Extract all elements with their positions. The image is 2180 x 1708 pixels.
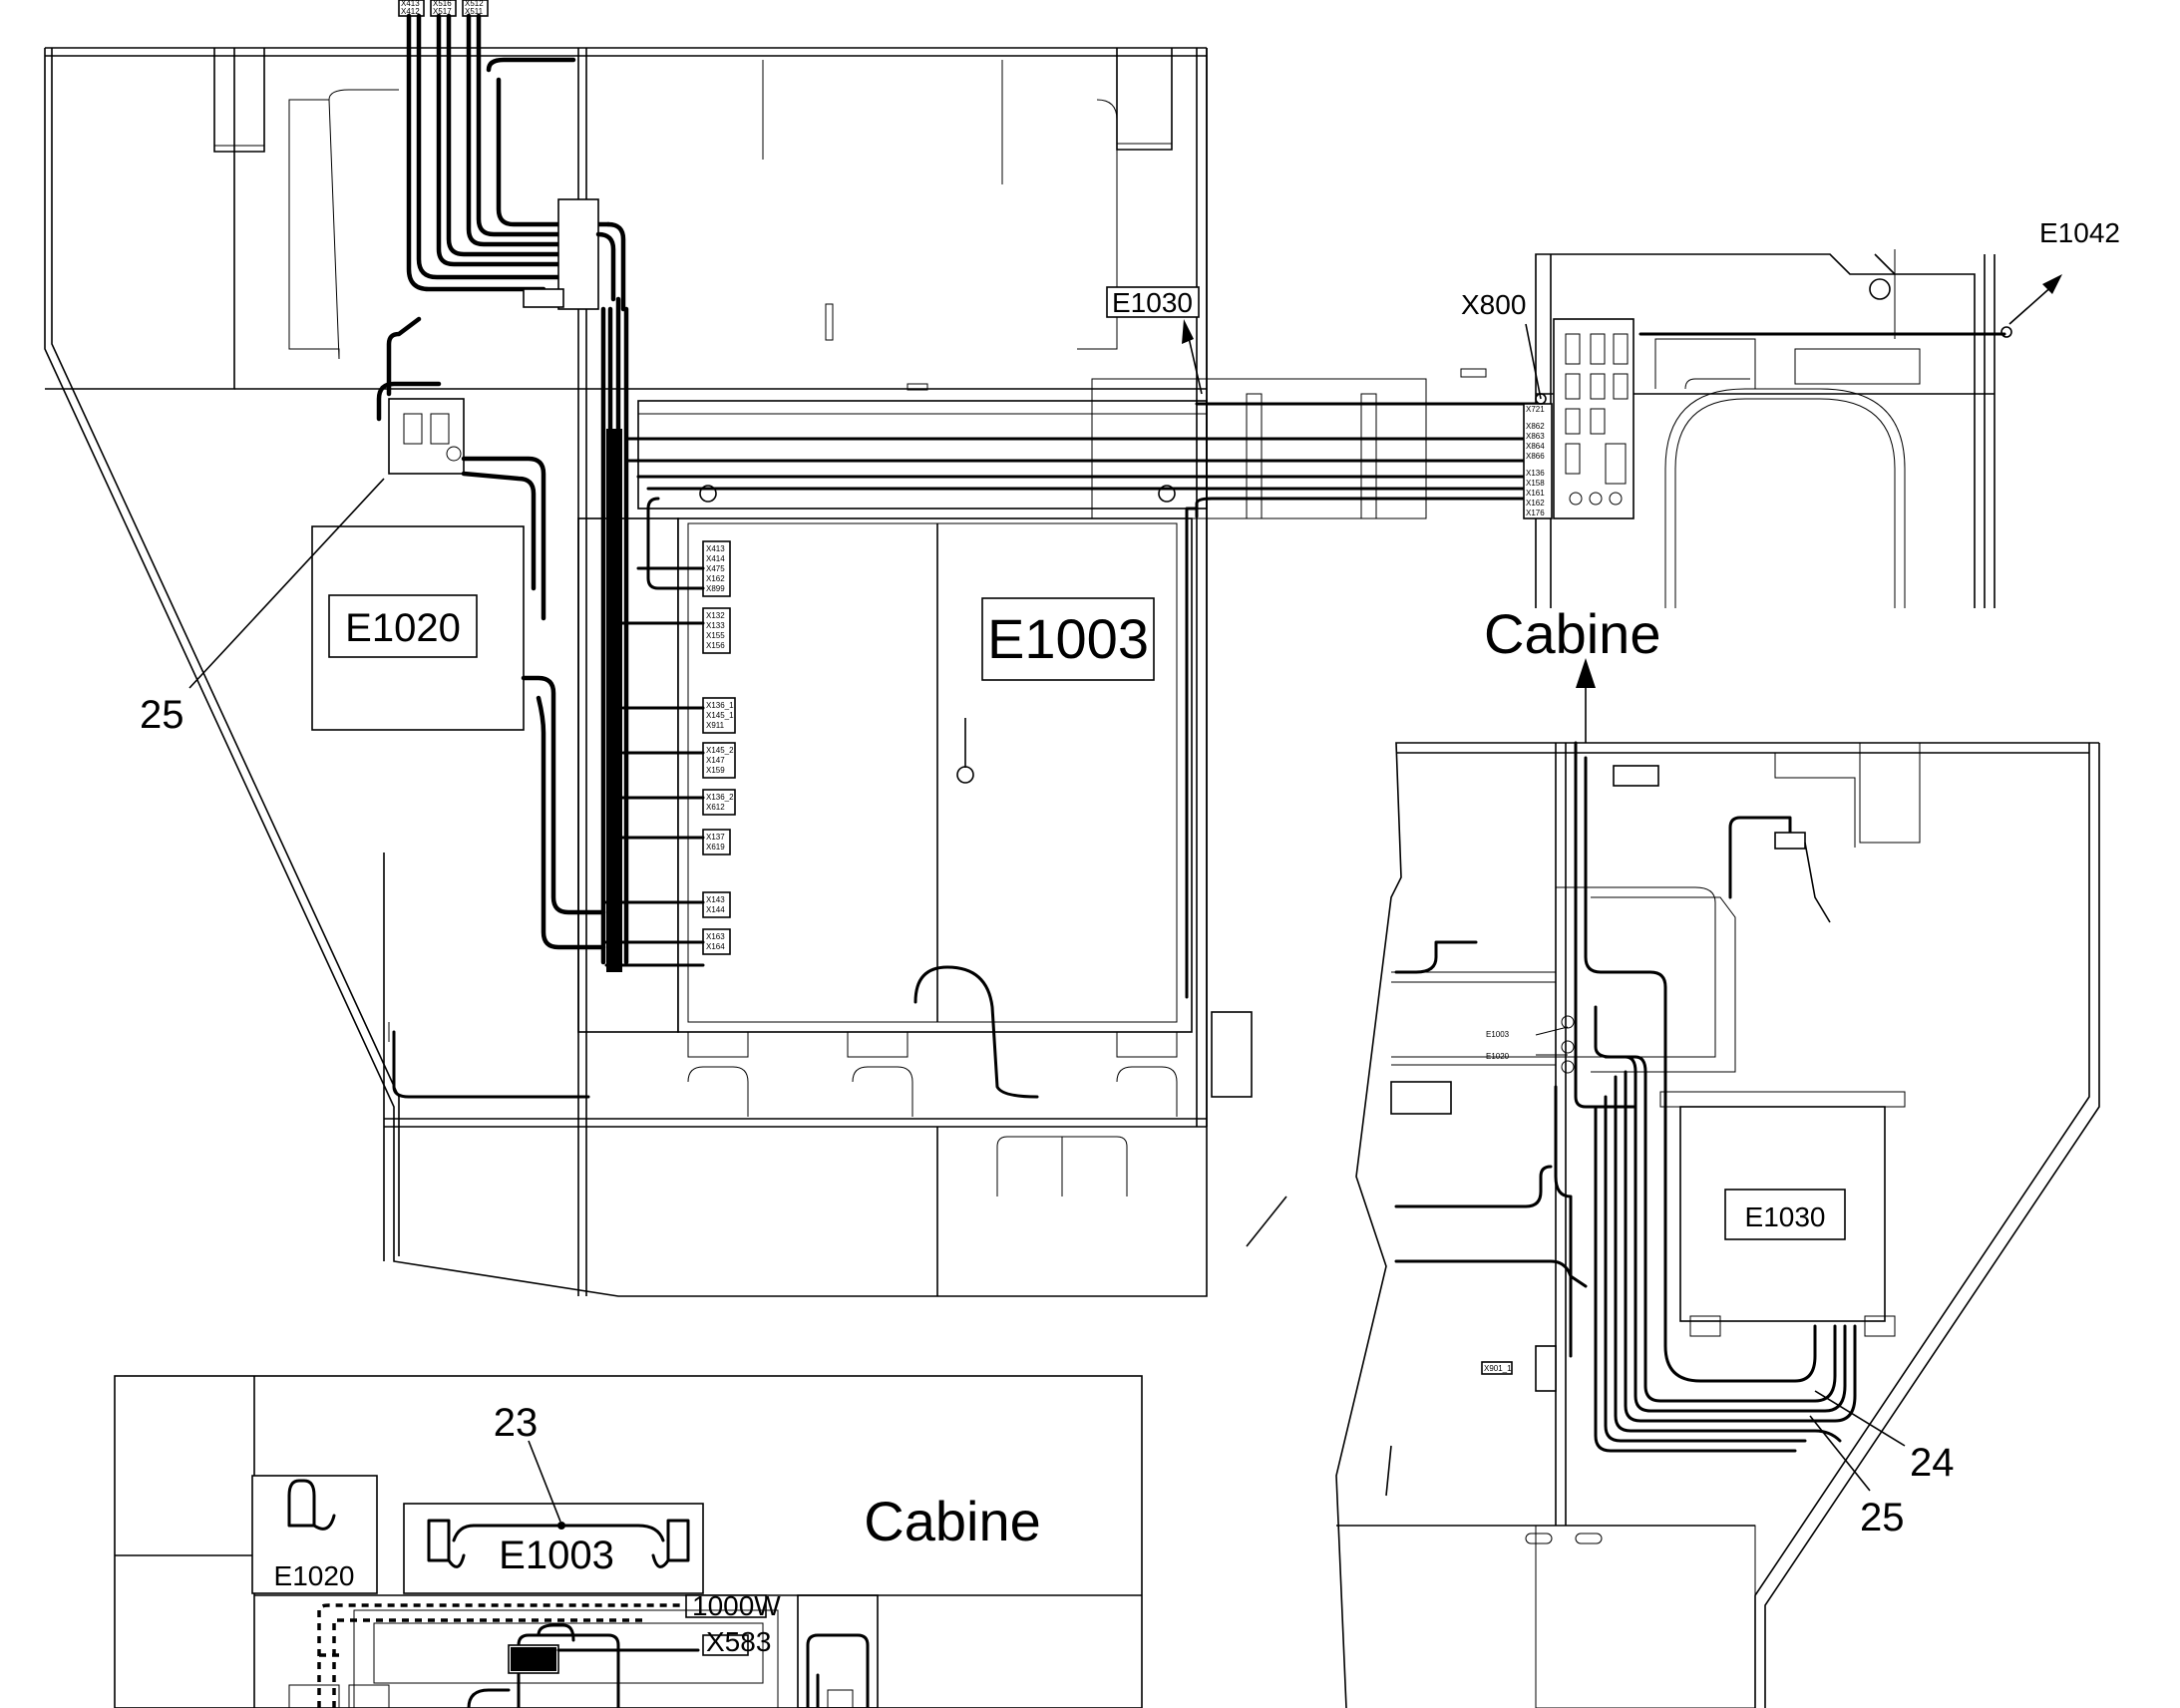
- e1020-small-label: E1020: [1486, 1052, 1510, 1061]
- conn-label: X612: [706, 803, 725, 812]
- conn-label: X899: [706, 584, 725, 593]
- cabine-inset-label: Cabine: [864, 1490, 1040, 1552]
- top-right-panel: X721 X862 X863 X864 X866 X136 X158 X161 …: [1091, 249, 2062, 608]
- junction-box-upper: [388, 398, 465, 475]
- e1020-inset-label: E1020: [274, 1560, 355, 1591]
- conn-label: X159: [706, 766, 725, 775]
- x901-label: X901_1: [1484, 1364, 1512, 1373]
- conn-label: X158: [1526, 479, 1545, 488]
- e1030-callout-box: [1106, 286, 1200, 318]
- conn-label: X516: [433, 0, 452, 8]
- conn-label: X414: [706, 554, 725, 563]
- 1000w-label: 1000W: [692, 1590, 781, 1621]
- conn-label: X412: [401, 7, 420, 16]
- main-view-cables: [188, 13, 1538, 1099]
- conn-label: X161: [1526, 489, 1545, 498]
- conn-label: X475: [706, 564, 725, 573]
- bottom-left-inset: E1020 E1003 Cabine 23 1000W X583: [114, 1375, 1143, 1708]
- conn-label: X145_2: [706, 746, 734, 755]
- e1003-small-label: E1003: [1486, 1030, 1510, 1039]
- conn-label: X512: [465, 0, 484, 8]
- e1042-label: E1042: [2039, 217, 2120, 248]
- conn-label: X721: [1526, 405, 1545, 414]
- x800-label: X800: [1461, 289, 1526, 320]
- conn-label: X413: [706, 544, 725, 553]
- conn-label: X863: [1526, 432, 1545, 441]
- conn-label: X143: [706, 895, 725, 904]
- e1020-main-label: E1020: [345, 606, 461, 650]
- conn-label: X866: [1526, 452, 1545, 461]
- conn-label: X162: [706, 574, 725, 583]
- e1020-enclosure: E1020: [311, 525, 525, 731]
- conn-label: X911: [706, 721, 725, 730]
- conn-label: X163: [706, 932, 725, 941]
- conn-label: X164: [706, 942, 725, 951]
- conn-label: X511: [465, 7, 484, 16]
- e1030-box-label: E1030: [1745, 1201, 1826, 1232]
- conn-label: X517: [433, 7, 452, 16]
- conn-label: X144: [706, 905, 725, 914]
- e1030-callout-label: E1030: [1112, 287, 1193, 318]
- e1003-cabinet: E1003: [637, 400, 1253, 1196]
- callout-number-25-left: 25: [140, 693, 184, 737]
- conn-label: X137: [706, 833, 725, 842]
- conn-label: X133: [706, 621, 725, 630]
- callout-number-25-right: 25: [1860, 1496, 1905, 1539]
- callout-number-24: 24: [1910, 1441, 1955, 1485]
- cabine-right-label: Cabine: [1484, 602, 1660, 665]
- conn-label: X136_2: [706, 793, 734, 802]
- conn-label: X136_1: [706, 701, 734, 710]
- cabinet-connector-groups: X413 X414 X475 X162 X899 X132 X133 X155 …: [702, 540, 736, 955]
- conn-label: X156: [706, 641, 725, 650]
- conn-label: X619: [706, 843, 725, 852]
- conn-label: X413: [401, 0, 420, 8]
- conn-label: X145_1: [706, 711, 734, 720]
- top-connectors: X413 X412 X516 X517 X512 X511: [398, 0, 489, 17]
- callout-number-23: 23: [494, 1401, 539, 1445]
- bottom-right-view: E1030 X901_1: [1335, 658, 2100, 1708]
- conn-label: X132: [706, 611, 725, 620]
- x583-label: X583: [706, 1626, 771, 1657]
- e1003-main-label: E1003: [987, 607, 1149, 670]
- conn-label: X136: [1526, 469, 1545, 478]
- conn-label: X155: [706, 631, 725, 640]
- conn-label: X162: [1526, 499, 1545, 508]
- conn-label: X176: [1526, 509, 1545, 517]
- conn-label: X862: [1526, 422, 1545, 431]
- conn-label: X864: [1526, 442, 1545, 451]
- e1003-inset-label: E1003: [499, 1534, 614, 1577]
- conn-label: X147: [706, 756, 725, 765]
